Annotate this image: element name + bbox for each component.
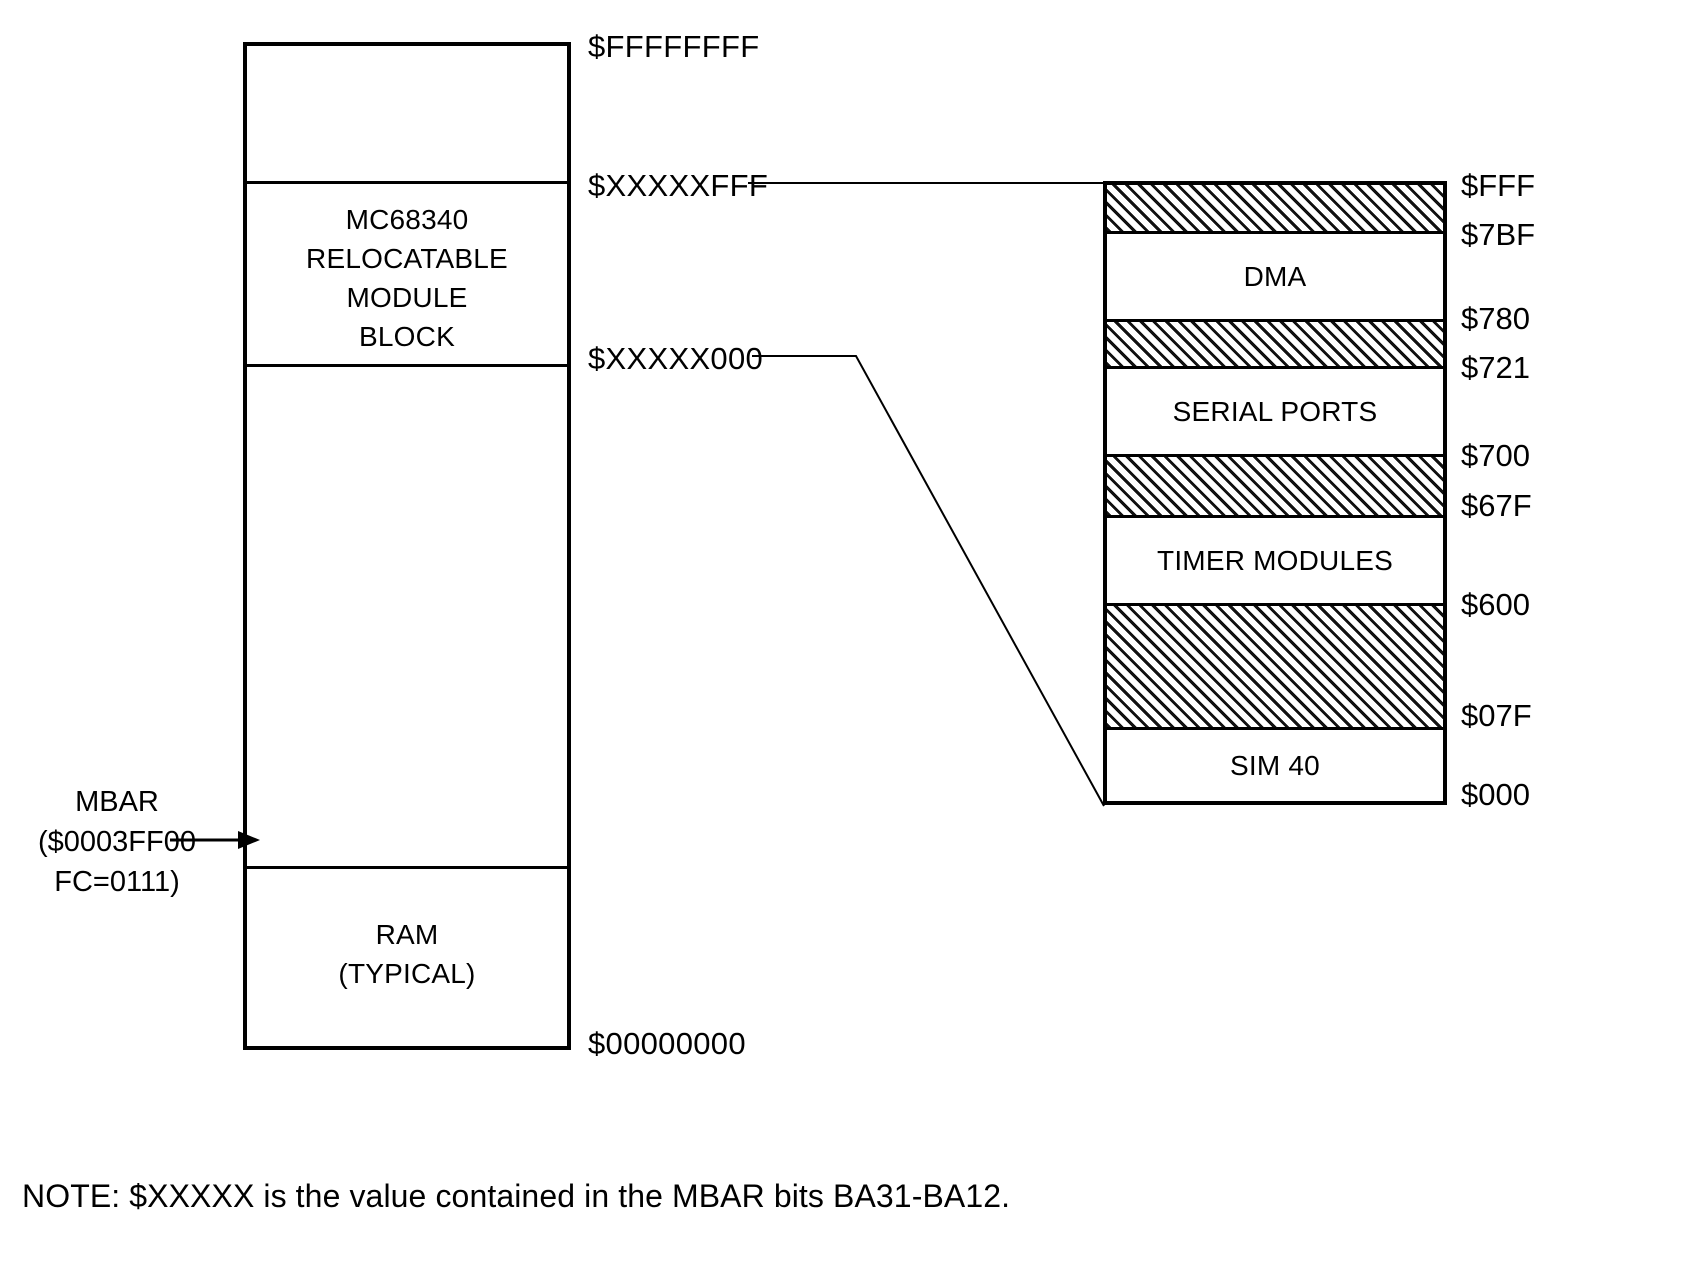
left-address-top: $FFFFFFFF bbox=[588, 29, 760, 64]
leader-line-module-top bbox=[748, 182, 1104, 184]
module-band-separator bbox=[1107, 366, 1443, 369]
right-module-map: DMA SERIAL PORTS TIMER MODULES SIM 40 bbox=[1103, 181, 1447, 805]
module-band-separator bbox=[1107, 603, 1443, 606]
module-band-reserved-2 bbox=[1107, 457, 1443, 515]
module-band-label-timer-modules: TIMER MODULES bbox=[1157, 544, 1393, 576]
right-address-67f: $67F bbox=[1461, 488, 1532, 523]
diagram-note: NOTE: $XXXXX is the value contained in t… bbox=[22, 1178, 1011, 1214]
module-band-reserved-3 bbox=[1107, 606, 1443, 727]
module-band-separator bbox=[1107, 231, 1443, 234]
module-band-label-serial-ports: SERIAL PORTS bbox=[1172, 395, 1378, 427]
right-address-780: $780 bbox=[1461, 301, 1530, 336]
module-band-separator bbox=[1107, 319, 1443, 322]
mbar-label-line2: ($0003FF00 bbox=[38, 826, 196, 858]
mbar-callout: MBAR ($0003FF00 FC=0111) bbox=[22, 782, 212, 902]
left-map-divider-ram-top bbox=[243, 866, 571, 869]
left-map-divider-module-bottom bbox=[243, 364, 571, 367]
left-map-divider-module-top bbox=[243, 181, 571, 184]
module-band-dma: DMA bbox=[1107, 234, 1443, 319]
right-address-000: $000 bbox=[1461, 777, 1530, 812]
module-band-reserved-1 bbox=[1107, 322, 1443, 366]
right-address-fff: $FFF bbox=[1461, 168, 1536, 203]
left-address-bottom: $00000000 bbox=[588, 1026, 746, 1061]
module-band-separator bbox=[1107, 515, 1443, 518]
right-address-700: $700 bbox=[1461, 438, 1530, 473]
leader-line-module-bottom bbox=[752, 355, 1105, 807]
module-band-label-dma: DMA bbox=[1243, 260, 1307, 292]
module-band-separator bbox=[1107, 454, 1443, 457]
mbar-label-line1: MBAR bbox=[75, 786, 159, 818]
module-band-serial-ports: SERIAL PORTS bbox=[1107, 369, 1443, 454]
left-block-label-module: MC68340 RELOCATABLE MODULE BLOCK bbox=[306, 204, 508, 352]
right-address-07f: $07F bbox=[1461, 698, 1532, 733]
left-address-module-top: $XXXXXFFF bbox=[588, 168, 769, 203]
mbar-label-line3: FC=0111) bbox=[54, 866, 180, 898]
left-address-module-bottom: $XXXXX000 bbox=[588, 341, 764, 376]
module-band-reserved-top bbox=[1107, 185, 1443, 231]
mbar-arrow-icon bbox=[170, 831, 260, 849]
right-address-721: $721 bbox=[1461, 350, 1530, 385]
module-band-timer-modules: TIMER MODULES bbox=[1107, 518, 1443, 603]
module-band-sim40: SIM 40 bbox=[1107, 730, 1443, 801]
module-band-separator bbox=[1107, 727, 1443, 730]
left-block-label-ram: RAM (TYPICAL) bbox=[338, 919, 476, 989]
module-band-label-sim40: SIM 40 bbox=[1230, 749, 1320, 781]
left-memory-map bbox=[243, 42, 571, 1050]
right-address-600: $600 bbox=[1461, 587, 1530, 622]
right-address-7bf: $7BF bbox=[1461, 217, 1536, 252]
